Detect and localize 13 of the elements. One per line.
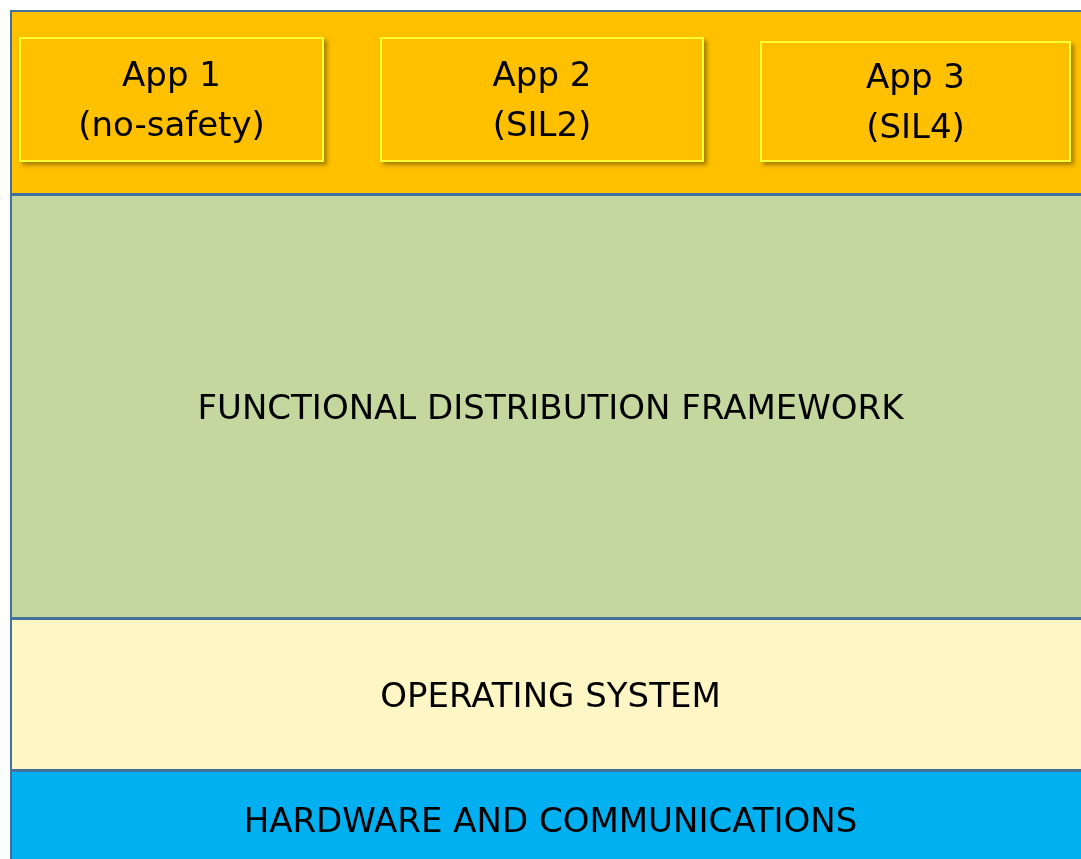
app-box — [19, 37, 324, 162]
layer-band — [10, 770, 1081, 859]
layer-band — [10, 10, 1081, 195]
layer-label: OPERATING SYSTEM — [380, 674, 721, 715]
app-box — [380, 37, 704, 162]
layer-band — [10, 618, 1081, 771]
layer-label: FUNCTIONAL DISTRIBUTION FRAMEWORK — [197, 386, 904, 427]
app-label: App 3 (SIL4) — [865, 55, 966, 148]
app-label: App 2 (SIL2) — [491, 53, 593, 146]
app-box — [760, 41, 1071, 162]
layer-band — [10, 194, 1081, 619]
app-label: App 1 (no-safety) — [77, 53, 266, 146]
layer-label: HARDWARE AND COMMUNICATIONS — [243, 800, 858, 840]
